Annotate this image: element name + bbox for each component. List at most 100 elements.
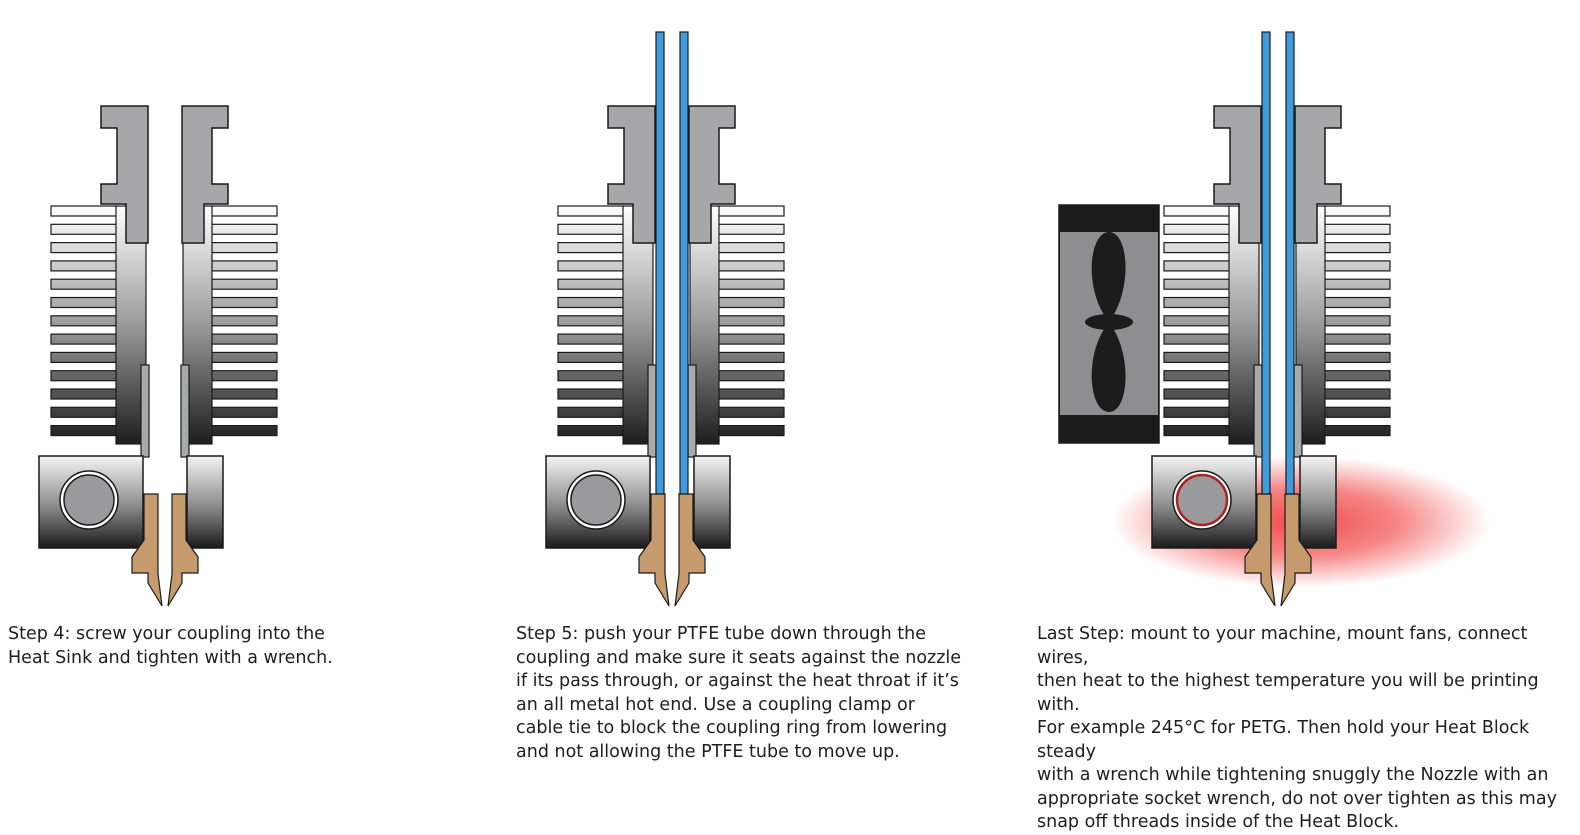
heat-sink-fin: [557, 406, 625, 418]
heat-sink-fin: [50, 296, 118, 309]
heat-sink-fin: [1323, 425, 1391, 437]
heat-sink-fin: [717, 296, 785, 309]
heat-sink-fin: [557, 351, 625, 363]
heat-throat-right: [1293, 364, 1303, 458]
heat-sink-fin: [557, 425, 625, 437]
heat-sink-fin: [50, 351, 118, 363]
heat-sink-fin: [1163, 333, 1231, 345]
nozzle-left: [638, 493, 670, 607]
heat-sink-fin: [557, 223, 625, 235]
heat-sink-fin: [210, 223, 278, 235]
heat-sink-fin: [50, 333, 118, 345]
heat-sink-fin: [717, 278, 785, 290]
heat-sink-fin: [717, 425, 785, 437]
heat-sink-fin: [557, 242, 625, 254]
heat-sink-fin: [50, 370, 118, 382]
heat-sink-fin: [50, 223, 118, 235]
heat-sink-fins-left: [557, 205, 625, 437]
heat-sink-fin: [1163, 296, 1231, 309]
nozzle-right: [1280, 493, 1312, 607]
heat-sink-fin: [1323, 315, 1391, 327]
heat-sink-fins-right: [717, 205, 785, 437]
fan-blade-top: [1091, 232, 1126, 322]
heat-sink-fin: [1163, 388, 1231, 400]
heat-sink-fin: [717, 315, 785, 327]
fan-hub: [1085, 314, 1133, 330]
heat-sink-fin: [50, 425, 118, 437]
heat-sink-fin: [210, 315, 278, 327]
heat-sink-fin: [210, 205, 278, 217]
heat-sink-fins-left: [50, 205, 118, 437]
hotend-step-3: [1058, 31, 1491, 607]
ptfe-tube-right: [679, 31, 689, 495]
cooling-fan: [1058, 204, 1160, 444]
nozzle-right: [167, 493, 199, 607]
heat-sink-fin: [557, 278, 625, 290]
heat-sink-fin: [717, 388, 785, 400]
heat-sink-fin: [50, 315, 118, 327]
heat-sink-fin: [50, 260, 118, 272]
heat-sink-fin: [1163, 242, 1231, 254]
heat-sink-fin: [717, 333, 785, 345]
heat-throat-left: [647, 364, 657, 458]
heat-sink-fin: [717, 370, 785, 382]
heat-sink-fin: [1323, 370, 1391, 382]
heat-sink-fin: [1323, 333, 1391, 345]
heat-sink-fin: [210, 260, 278, 272]
nozzle-right: [674, 493, 706, 607]
heat-sink-fin: [557, 296, 625, 309]
heat-sink-fin: [717, 223, 785, 235]
heat-sink-fin: [557, 260, 625, 272]
heat-block-right: [1299, 455, 1337, 549]
heat-sink-fin: [1163, 315, 1231, 327]
thermistor-hole: [63, 474, 115, 526]
heat-sink-fin: [1323, 205, 1391, 217]
hotend-assembly-diagram: [38, 31, 1491, 607]
heat-sink-fin: [1163, 223, 1231, 235]
coupling-right: [181, 105, 229, 244]
heat-throat-left: [140, 364, 150, 458]
heat-throat-right: [180, 364, 190, 458]
nozzle-left: [131, 493, 163, 607]
heat-sink-fin: [50, 278, 118, 290]
heat-sink-fin: [50, 242, 118, 254]
heat-block-right: [186, 455, 224, 549]
heat-sink-fin: [1323, 351, 1391, 363]
step-5-caption: Step 5: push your PTFE tube down through…: [516, 624, 962, 762]
heat-throat-right: [687, 364, 697, 458]
ptfe-tube-right: [1285, 31, 1295, 495]
coupling-left: [1213, 105, 1262, 244]
heat-sink-fin: [1163, 205, 1231, 217]
heat-sink-fin: [1163, 425, 1231, 437]
hotend-step-1: [38, 105, 278, 607]
heat-sink-fin: [717, 406, 785, 418]
heat-sink-fin: [717, 260, 785, 272]
heat-sink-fin: [210, 370, 278, 382]
heat-sink-fin: [1323, 260, 1391, 272]
heat-sink-fin: [1323, 406, 1391, 418]
heat-sink-fin: [210, 242, 278, 254]
heat-sink-fin: [1163, 260, 1231, 272]
heat-sink-fin: [717, 242, 785, 254]
heat-sink-fin: [210, 296, 278, 309]
heat-sink-fin: [1323, 388, 1391, 400]
heat-sink-fin: [210, 351, 278, 363]
nozzle-left: [1244, 493, 1276, 607]
heat-sink-fin: [1323, 242, 1391, 254]
heat-sink-fin: [210, 388, 278, 400]
thermistor-hole: [1175, 473, 1229, 527]
heat-sink-fin: [1323, 278, 1391, 290]
heat-sink-fin: [717, 205, 785, 217]
heat-sink-fins-right: [1323, 205, 1391, 437]
heat-sink-fins-right: [210, 205, 278, 437]
heat-sink-fin: [717, 351, 785, 363]
heat-sink-fin: [1163, 406, 1231, 418]
heat-sink-fin: [210, 406, 278, 418]
step-4-caption: Step 4: screw your coupling into the Hea…: [8, 624, 333, 668]
hotend-step-2: [545, 31, 785, 607]
coupling-left: [100, 105, 149, 244]
heat-sink-fin: [1323, 223, 1391, 235]
ptfe-tube-left: [1261, 31, 1271, 495]
heat-sink-fin: [1323, 296, 1391, 309]
heat-throat-left: [1253, 364, 1263, 458]
